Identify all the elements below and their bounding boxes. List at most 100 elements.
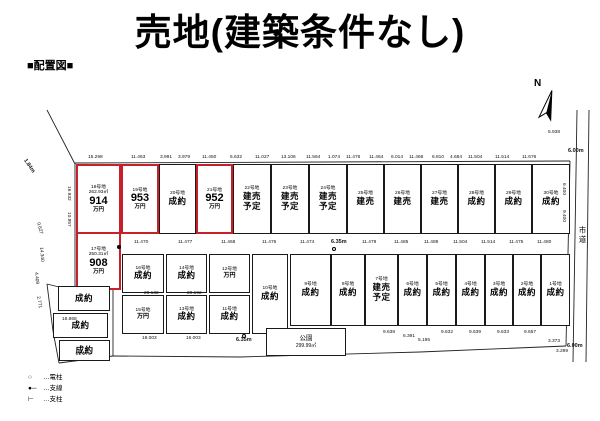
plot-price: 908: [89, 256, 108, 269]
dimension-label: 1.074: [328, 155, 341, 160]
plot-status: 成約: [504, 195, 523, 206]
dimension-label: 20.132: [144, 291, 159, 296]
plot-16号地: 16号地成約: [122, 254, 164, 293]
plot-number: 12号地: [222, 267, 237, 273]
dimension-label: 11.466: [409, 155, 424, 160]
plot-status: 成約: [541, 195, 560, 206]
legend-item-pole: ○…電柱: [28, 372, 63, 383]
plot-area: 262.93㎡: [88, 190, 109, 196]
dimension-label: 9.400: [561, 210, 566, 223]
plot-11号地: 11号地成約: [209, 295, 250, 334]
dimension-label: 9.633: [497, 330, 510, 335]
plot-13号地: 13号地成約: [166, 295, 207, 334]
park-area: 公園 299.99㎡: [266, 328, 346, 356]
plot-22号地: 22号地建売 予定: [233, 164, 271, 234]
plot-status: 万円: [223, 272, 236, 279]
dimension-label: 15.298: [88, 155, 103, 160]
utility-pole-icon: [242, 334, 246, 338]
plot-number: 17号地: [91, 246, 106, 252]
plot-2号地: 2号地成約: [513, 254, 541, 326]
plot-status: 建売 予定: [372, 281, 391, 302]
plot-status: 建売: [430, 195, 449, 206]
plot-status: 建売 予定: [318, 190, 337, 211]
dimension-label: 11.450: [202, 155, 217, 160]
dimension-label: 11.463: [131, 155, 146, 160]
dimension-label: 6.391: [403, 334, 416, 339]
plot-27号地: 27号地建売: [421, 164, 458, 234]
dimension-label: 11.464: [369, 155, 384, 160]
dimension-label: 22.279: [76, 352, 91, 357]
plot-status: 成約: [432, 286, 451, 297]
dimension-label: 11.514: [481, 240, 496, 245]
guy-wire-symbol-icon: ●─: [28, 385, 37, 393]
plot: 成約: [53, 313, 108, 338]
dimension-label: 6.00m: [568, 148, 584, 154]
plot-status: 成約: [71, 319, 90, 330]
plot-20号地: 20号地成約: [159, 164, 196, 234]
plot-status: 成約: [403, 286, 422, 297]
compass: N: [528, 78, 568, 128]
road-label: 市道: [578, 226, 587, 245]
plot: 成約: [59, 340, 110, 361]
plot-number: 6号地: [406, 282, 419, 288]
dimension-label: 6.810: [432, 155, 445, 160]
dimension-label: 11.479: [362, 240, 377, 245]
dimension-label: 10.957: [66, 212, 71, 227]
dimension-label: 6.35m: [236, 337, 252, 343]
dimension-label: 9.638: [383, 330, 396, 335]
dimension-label: 11.564: [306, 155, 321, 160]
plot-status: 成約: [489, 286, 508, 297]
plot-number: 25号地: [358, 191, 373, 197]
map-legend: ○…電柱 ●─…支線 ⊢…支柱: [28, 372, 63, 405]
plot-15号地: 15号地万円: [122, 295, 164, 334]
dimension-label: 11.485: [394, 240, 409, 245]
plot-price: 952: [205, 192, 224, 205]
plot-number: 11号地: [222, 306, 237, 312]
plot-number: 21号地: [207, 187, 222, 193]
plot-26号地: 26号地建売: [384, 164, 421, 234]
plot-5号地: 5号地成約: [427, 254, 456, 326]
plot-price-unit: 万円: [92, 206, 104, 213]
plot-number: 26号地: [395, 191, 410, 197]
legend-label: …支柱: [43, 396, 63, 404]
dimension-label: 3.373: [548, 339, 561, 344]
strut-symbol-icon: ⊢: [28, 396, 34, 404]
dimension-label: 9.657: [524, 330, 537, 335]
park-size: 299.99㎡: [295, 342, 317, 349]
pole-symbol-icon: ○: [28, 374, 32, 381]
plot-price-unit: 万円: [208, 204, 220, 211]
plot-4号地: 4号地成約: [456, 254, 485, 326]
plot-1号地: 1号地成約: [541, 254, 570, 326]
page-title: 売地(建築条件なし): [134, 12, 466, 53]
plot-status: 建売 予定: [242, 190, 261, 211]
dimension-label: 11.475: [509, 240, 524, 245]
dimension-label: 18.003: [142, 336, 157, 341]
dimension-label: 6.014: [391, 155, 404, 160]
plot-number: 10号地: [262, 286, 278, 292]
plot-status: 成約: [461, 286, 480, 297]
plot-status: 成約: [517, 286, 536, 297]
plot-number: 27号地: [432, 191, 447, 197]
dimension-label: 11.504: [453, 240, 468, 245]
plot-9号地: 9号地成約: [290, 254, 331, 326]
dimension-label: 4.684: [450, 155, 463, 160]
plot-status: 万円: [136, 313, 149, 320]
dimension-label: 6.35m: [331, 239, 347, 245]
plot-number: 5号地: [435, 282, 448, 288]
dimension-label: 11.477: [178, 240, 193, 245]
dimension-label: 20.192: [187, 291, 202, 296]
dimension-label: 6.400: [561, 183, 566, 196]
plot-8号地: 8号地成約: [331, 254, 365, 326]
plot-status: 成約: [467, 195, 486, 206]
compass-north-label: N: [534, 78, 542, 89]
plot-10号地: 10号地成約: [252, 254, 288, 334]
plot-24号地: 24号地建売 予定: [309, 164, 347, 234]
plot-number: 14号地: [179, 265, 194, 271]
utility-pole-icon: [117, 245, 121, 249]
dimension-label: 11.476: [262, 240, 277, 245]
dimension-label: 9.632: [441, 330, 454, 335]
plot-status: 成約: [177, 270, 196, 281]
dimension-label: 16.932: [66, 186, 71, 201]
